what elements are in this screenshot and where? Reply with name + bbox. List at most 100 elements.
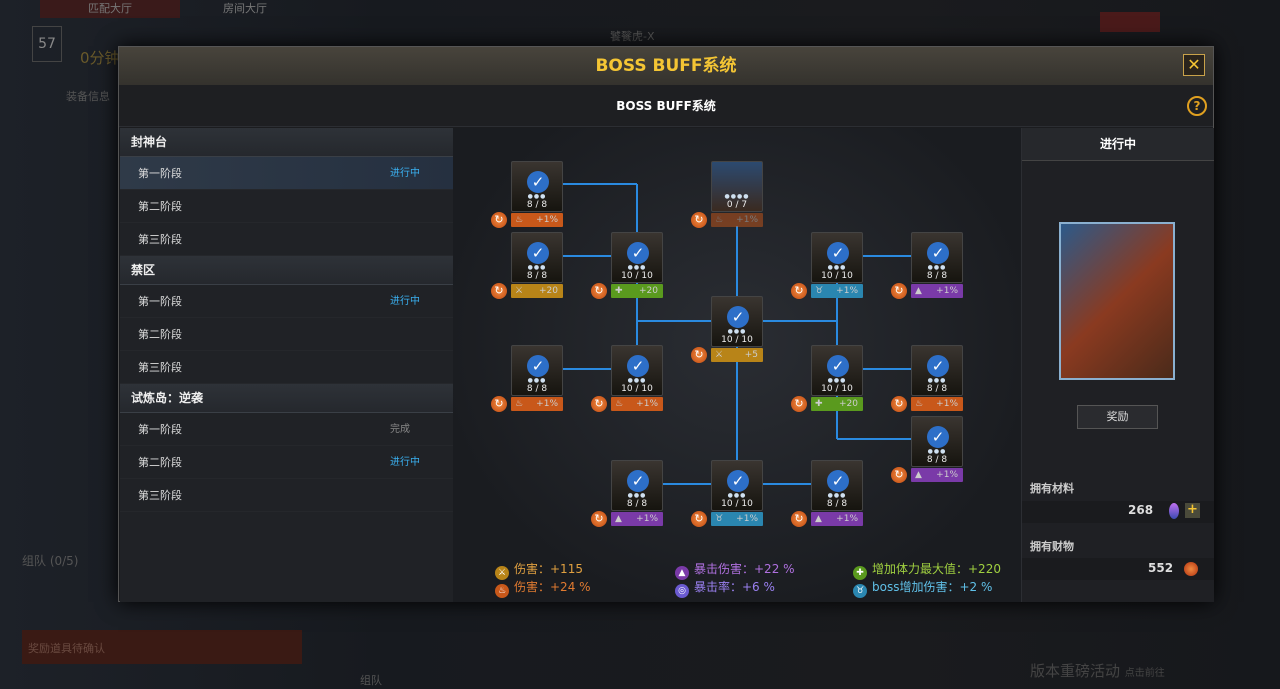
buff-node[interactable]: ✓●●●10 / 10 [811,232,863,283]
stage-item[interactable]: 第一阶段进行中 [120,285,453,318]
star-dots: ●●● [827,492,847,499]
buff-node[interactable]: ✓●●●10 / 10 [711,296,763,347]
equip-info: 装备信息 [66,90,110,103]
check-icon: ✓ [627,242,649,264]
progress-status: 进行中 [1022,128,1214,161]
node-count: 10 / 10 [621,271,653,281]
stage-status: 进行中 [390,296,420,307]
node-count: 10 / 10 [821,384,853,394]
stage-item[interactable]: 第三阶段 [120,479,453,512]
buff-bar: ⚔+5 [711,348,763,362]
check-icon: ✓ [527,242,549,264]
refresh-icon[interactable]: ↻ [791,396,807,412]
star-dots: ●●● [727,328,747,335]
refresh-icon[interactable]: ↻ [591,396,607,412]
buff-node[interactable]: ✓●●●10 / 10 [811,345,863,396]
refresh-icon[interactable]: ↻ [691,511,707,527]
refresh-icon[interactable]: ↻ [591,511,607,527]
stage-item[interactable]: 第三阶段 [120,351,453,384]
critrate-icon: ◎ [675,584,689,598]
dialog-title: BOSS BUFF系统 [119,47,1213,85]
bottom-team[interactable]: 组队 [360,674,382,687]
dialog-subtitle: BOSS BUFF系统? [119,85,1213,127]
refresh-icon[interactable]: ↻ [891,467,907,483]
buff-node[interactable]: ✓●●●8 / 8 [511,345,563,396]
check-icon: ✓ [827,355,849,377]
stage-label: 第一阶段 [138,167,182,180]
stage-item[interactable]: 第一阶段完成 [120,413,453,446]
boss-icon: ♉ [815,286,824,296]
materials-value: 268 [1128,503,1154,517]
node-count: 8 / 8 [526,384,548,394]
buff-node[interactable]: ✓●●●8 / 8 [911,345,963,396]
help-icon[interactable]: ? [1187,96,1207,116]
sword-icon: ⚔ [715,350,724,360]
buff-node[interactable]: ✓●●●10 / 10 [611,345,663,396]
refresh-icon[interactable]: ↻ [691,212,707,228]
buff-node[interactable]: ✓●●●10 / 10 [711,460,763,511]
stage-item[interactable]: 第二阶段 [120,190,453,223]
refresh-icon[interactable]: ↻ [891,283,907,299]
buff-node[interactable]: ✓●●●8 / 8 [811,460,863,511]
check-icon: ✓ [627,355,649,377]
refresh-icon[interactable]: ↻ [891,396,907,412]
event-title: 版本重磅活动 [1030,662,1121,680]
buff-value: +20 [839,399,858,409]
node-count: 8 / 8 [826,499,848,509]
refresh-icon[interactable]: ↻ [591,283,607,299]
buff-node[interactable]: ✓●●●10 / 10 [611,232,663,283]
buff-value: +20 [539,286,558,296]
buff-node[interactable]: ●●●●0 / 7 [711,161,763,212]
refresh-icon[interactable]: ↻ [791,511,807,527]
fire-icon: ♨ [715,215,724,225]
summary-crit: ▲暴击伤害：+22 % [675,560,795,580]
summary-fire: ♨伤害：+24 % [495,578,591,598]
refresh-icon[interactable]: ↻ [491,212,507,228]
check-icon: ✓ [927,242,949,264]
buff-bar: ♨+1% [511,397,563,411]
boss-icon: ♉ [853,584,867,598]
tab-match-lobby[interactable]: 匹配大厅 [40,0,180,18]
stage-list: 封神台第一阶段进行中第二阶段第三阶段禁区第一阶段进行中第二阶段第三阶段试炼岛：逆… [120,128,453,602]
star-dots: ●●● [827,264,847,271]
section-header: 封神台 [120,128,453,157]
refresh-icon[interactable]: ↻ [491,396,507,412]
buff-node[interactable]: ✓●●●8 / 8 [611,460,663,511]
stage-item[interactable]: 第二阶段 [120,318,453,351]
stage-item[interactable]: 第三阶段 [120,223,453,256]
crit-icon: ▲ [915,286,922,296]
close-button[interactable]: ✕ [1183,54,1205,76]
refresh-icon[interactable]: ↻ [791,283,807,299]
summary-boss: ♉boss增加伤害：+2 % [853,578,992,598]
buff-node[interactable]: ✓●●●8 / 8 [911,232,963,283]
buff-bar: ♨+1% [711,213,763,227]
stage-status: 进行中 [390,457,420,468]
buff-bar: ✚+20 [611,284,663,298]
sword-icon: ⚔ [515,286,524,296]
stage-label: 第二阶段 [138,456,182,469]
buff-bar: ♉+1% [711,512,763,526]
stage-item[interactable]: 第一阶段进行中 [120,157,453,190]
hp-icon: ✚ [815,399,823,409]
section-header: 禁区 [120,256,453,285]
crit-icon: ▲ [915,470,922,480]
refresh-icon[interactable]: ↻ [691,347,707,363]
reward-button[interactable]: 奖励 [1077,405,1158,429]
coin-icon [1184,562,1198,576]
refresh-icon[interactable]: ↻ [491,283,507,299]
buff-value: +1% [836,286,858,296]
add-materials-button[interactable]: + [1185,503,1200,518]
buff-node[interactable]: ✓●●●8 / 8 [511,232,563,283]
reward-confirm-bar[interactable]: 奖励道具待确认 [22,630,302,664]
buff-bar: ♨+1% [911,397,963,411]
tab-room-lobby[interactable]: 房间大厅 [223,2,267,15]
event-banner[interactable]: 版本重磅活动 点击前往 [1030,660,1165,681]
buff-node[interactable]: ✓●●●8 / 8 [511,161,563,212]
bg-button[interactable] [1100,12,1160,32]
event-sub: 点击前往 [1124,668,1165,679]
buff-value: +1% [536,399,558,409]
stage-item[interactable]: 第二阶段 进行中 [120,446,453,479]
reward-panel: 进行中 奖励 拥有材料 268 + 拥有财物 552 [1021,128,1214,602]
wealth-label: 拥有财物 [1030,540,1074,553]
buff-node[interactable]: ✓●●●8 / 8 [911,416,963,467]
